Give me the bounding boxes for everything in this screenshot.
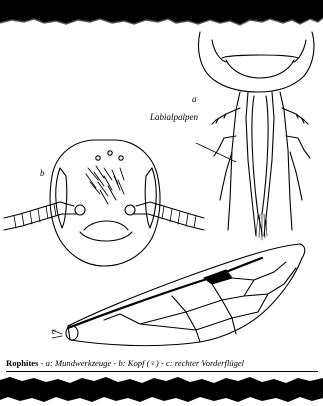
caption-rule xyxy=(6,371,318,372)
caption-parts: a: Mundwerkzeuge - b: Kopf (♀) - c: rech… xyxy=(46,358,244,368)
label-labialpalpen: Labialpalpen xyxy=(150,112,198,122)
figure-caption: Rophites - a: Mundwerkzeuge - b: Kopf (♀… xyxy=(6,358,318,368)
bottom-torn-band xyxy=(0,374,323,406)
label-a: a xyxy=(192,94,197,104)
caption-genus: Rophites xyxy=(6,358,38,368)
caption-separator: - xyxy=(38,358,45,368)
forewing-drawing xyxy=(52,244,305,346)
head-drawing xyxy=(4,140,204,266)
label-c: c xyxy=(52,326,56,336)
label-b: b xyxy=(40,168,45,178)
mouthparts-drawing xyxy=(196,32,314,240)
